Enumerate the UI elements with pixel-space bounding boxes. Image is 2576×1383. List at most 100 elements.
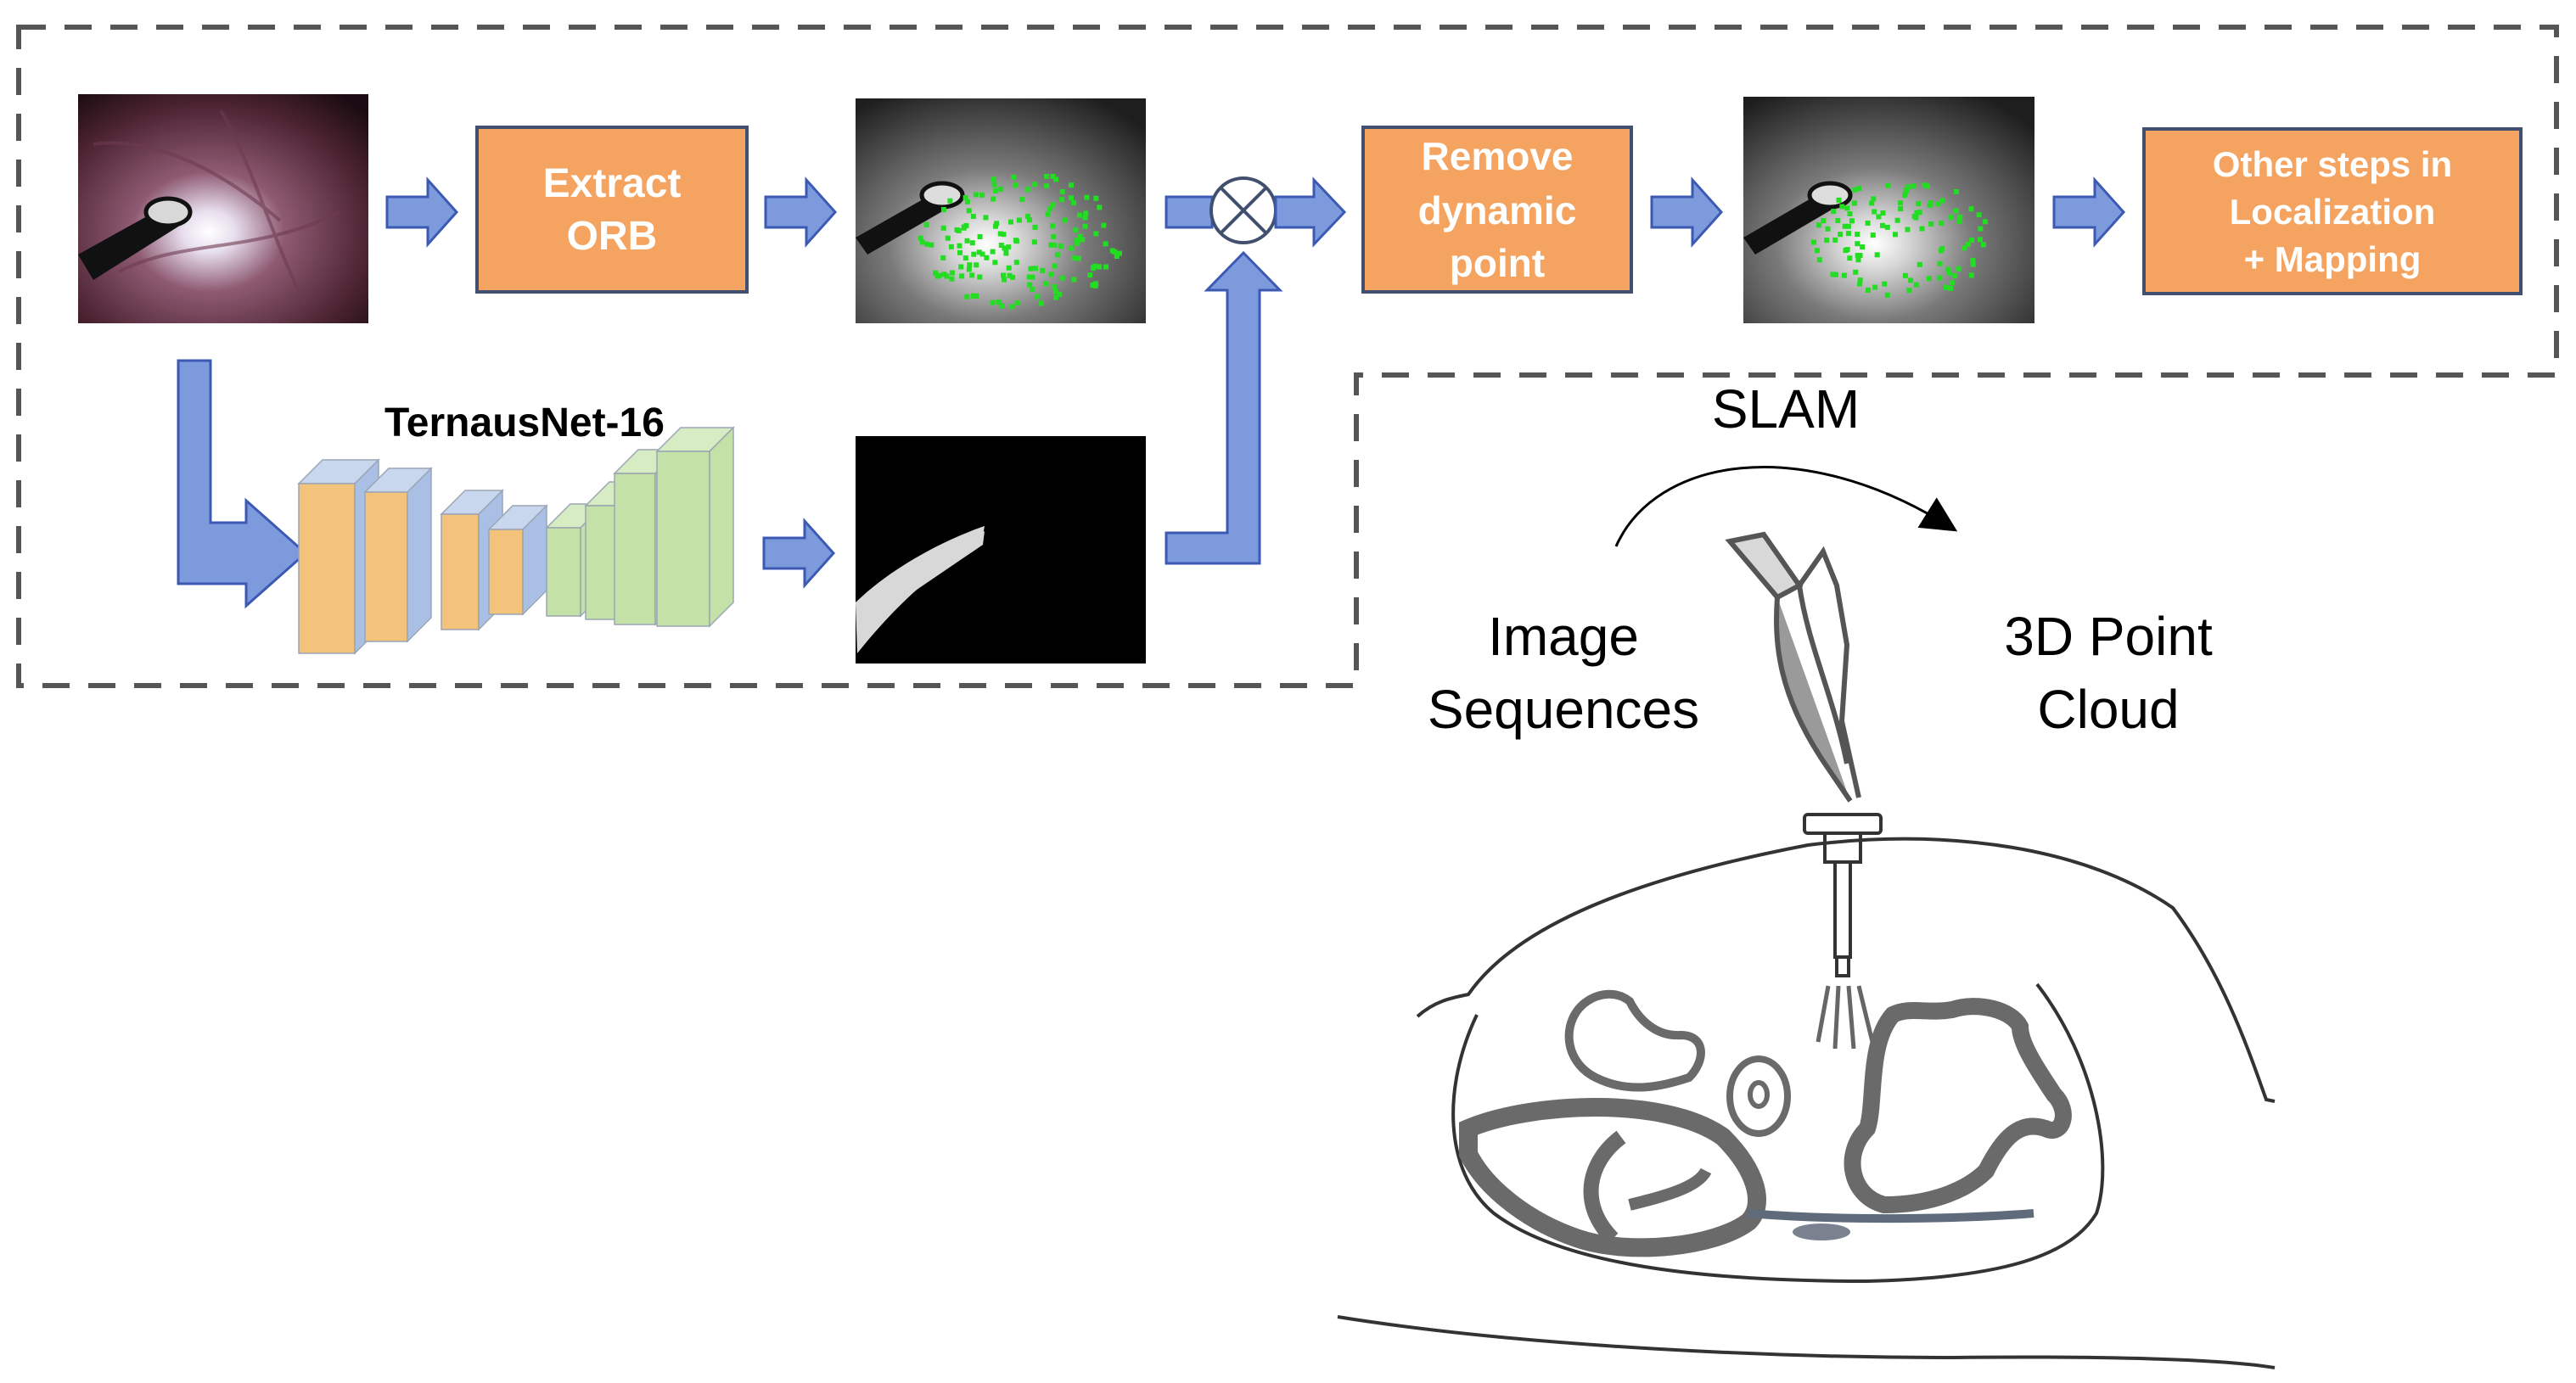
orb-feature-point [1090,265,1096,270]
orb-feature-point [1928,221,1934,227]
orb-feature-point [1001,232,1007,238]
orb-feature-point [1053,294,1059,300]
orb-feature-point [1101,222,1107,228]
orb-feature-point [1030,274,1035,280]
orb-feature-point [1052,242,1058,248]
other-steps-line-1: Other steps in [2213,144,2452,184]
orb-feature-point [1880,210,1886,216]
orb-feature-point [1071,277,1077,283]
orb-feature-point [1825,226,1831,232]
segmentation-mask-image [856,436,1146,664]
orb-feature-point [1816,257,1822,263]
orb-feature-point [1083,210,1089,216]
surgical-instrument-icon [1725,531,1861,803]
orb-feature-point [1839,204,1845,210]
orb-feature-point [945,235,951,241]
point-cloud-line-1: 3D Point [2004,606,2213,667]
orb-feature-point [1956,266,1961,272]
orb-feature-point [1048,242,1054,248]
orb-feature-point [964,199,970,204]
orb-feature-point [991,182,997,188]
orb-feature-point [1855,253,1860,259]
extract-orb-line-2: ORB [567,214,658,259]
orb-feature-point [1015,300,1021,305]
orb-feature-point [1052,263,1058,269]
orb-feature-point [1077,233,1083,239]
orb-feature-point [924,241,930,247]
arrow-to-feature-image [764,176,838,248]
orb-feature-point [1870,232,1876,238]
orb-feature-point [959,273,965,279]
orb-feature-point [1965,241,1971,247]
orb-feature-point [1841,272,1847,278]
orb-feature-point [964,238,970,244]
orb-feature-point [1847,211,1853,216]
orb-feature-point [1059,189,1065,194]
arrow-to-mask-image [762,518,836,589]
orb-feature-point [979,192,985,198]
orb-feature-point [964,294,970,300]
orb-feature-point [1821,218,1827,224]
orb-feature-point [1103,264,1108,270]
other-steps-line-2: Localization [2230,192,2436,232]
orb-feature-point [1911,183,1917,189]
orb-feature-point [1956,219,1962,224]
orb-feature-point [1057,291,1063,297]
net-block-face [488,529,524,615]
orb-feature-point [1814,248,1820,254]
orb-feature-point [974,294,979,299]
orb-feature-point [1076,255,1081,261]
input-endoscope-image [78,94,368,323]
orb-feature-point [1026,274,1032,280]
orb-feature-point [1013,260,1019,266]
orb-feature-point [1103,241,1108,247]
net-block-face [656,451,710,627]
orb-feature-point [918,235,923,241]
orb-feature-point [1824,238,1830,244]
arrow-to-extract-orb [385,176,459,248]
net-block-face [364,491,408,642]
arrow-to-remove-dynamic [1274,176,1347,248]
orb-feature-point [940,207,946,212]
orb-feature-point [1071,200,1077,206]
orb-feature-point [929,242,934,248]
orb-feature-point [1853,269,1859,275]
orb-feature-point [991,196,996,202]
orb-feature-point [1059,197,1065,203]
orb-feature-point [1945,266,1951,272]
orb-feature-point [1905,227,1911,232]
orb-feature-point [919,239,925,245]
orb-feature-point [1876,214,1882,220]
net-block-face [298,483,356,654]
orb-feature-point [1032,182,1038,188]
orb-feature-point [976,249,982,255]
orb-feature-point [1006,265,1012,271]
orb-feature-point [1905,184,1911,190]
orb-feature-point [1002,277,1007,283]
net-block-side [407,467,432,643]
orb-feature-point [1860,244,1866,250]
orb-feature-point [957,243,962,249]
orb-feature-point [1866,288,1871,294]
orb-feature-point [1948,286,1954,291]
orb-feature-point [923,221,929,227]
remove-dynamic-line-2: dynamic [1418,188,1577,232]
orb-feature-point [984,255,990,260]
orb-feature-point [1816,222,1822,228]
orb-feature-point [1074,238,1080,244]
orb-feature-point [977,234,983,239]
orb-feature-point [1902,193,1908,199]
orb-feature-point [1937,260,1943,266]
orb-feature-point [1050,202,1056,208]
orb-feature-point [966,266,972,272]
orb-feature-point [1874,252,1880,258]
orb-feature-point [1908,277,1914,283]
orb-feature-point [991,176,996,182]
orb-feature-point [993,188,999,193]
orb-feature-point [1040,267,1046,273]
orb-feature-point [940,255,946,260]
orb-feature-point [1978,226,1984,232]
orb-feature-point [1970,257,1976,263]
orb-feature-point [1093,231,1099,237]
orb-feature-point [1872,284,1878,290]
